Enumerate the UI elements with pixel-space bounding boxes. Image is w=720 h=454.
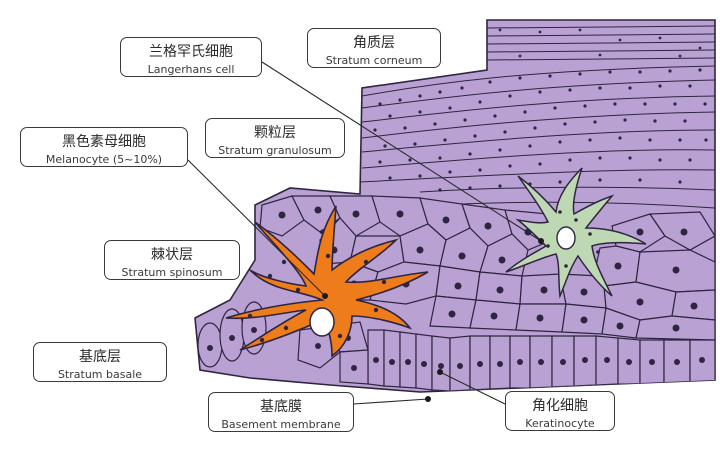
- label-keratinocyte-zh: 角化细胞: [532, 398, 588, 414]
- label-langerhans-cell-zh: 兰格罕氏细胞: [149, 44, 233, 60]
- label-langerhans-cell-en: Langerhans cell: [147, 63, 235, 76]
- label-melanocyte-en: Melanocyte (5~10%): [45, 153, 163, 166]
- granule-dots: [373, 28, 708, 192]
- label-stratum-basale-en: Stratum basale: [57, 368, 143, 381]
- label-stratum-spinosum-en: Stratum spinosum: [121, 266, 223, 279]
- label-stratum-basale-zh: 基底层: [79, 349, 121, 365]
- label-stratum-spinosum-zh: 棘状层: [151, 247, 193, 263]
- label-stratum-corneum: 角质层 Stratum corneum: [307, 28, 441, 68]
- label-keratinocyte-en: Keratinocyte: [525, 417, 595, 430]
- label-stratum-granulosum-en: Stratum granulosum: [218, 144, 332, 157]
- label-stratum-corneum-en: Stratum corneum: [325, 54, 423, 67]
- label-stratum-basale: 基底层 Stratum basale: [33, 342, 167, 382]
- langerhans-cell: [505, 167, 647, 299]
- leader-dots: [322, 238, 544, 402]
- melanocyte-nucleus: [309, 307, 335, 337]
- label-basement-membrane-zh: 基底膜: [260, 399, 302, 415]
- label-melanocyte: 黑色素母细胞 Melanocyte (5~10%): [20, 127, 188, 167]
- label-langerhans-cell: 兰格罕氏细胞 Langerhans cell: [120, 37, 262, 77]
- langerhans-nucleus: [556, 226, 576, 250]
- label-stratum-granulosum-zh: 颗粒层: [254, 125, 296, 141]
- leader-lines: [187, 61, 542, 405]
- melanocyte-cell: [225, 205, 429, 358]
- label-melanocyte-zh: 黑色素母细胞: [62, 134, 146, 150]
- label-basement-membrane: 基底膜 Basement membrane: [208, 392, 354, 432]
- label-basement-membrane-en: Basement membrane: [221, 418, 341, 431]
- label-stratum-corneum-zh: 角质层: [353, 35, 395, 51]
- label-keratinocyte: 角化细胞 Keratinocyte: [505, 391, 615, 431]
- label-stratum-spinosum: 棘状层 Stratum spinosum: [104, 240, 240, 280]
- label-stratum-granulosum: 颗粒层 Stratum granulosum: [205, 118, 345, 158]
- stratum-corneum-layers: [359, 25, 715, 209]
